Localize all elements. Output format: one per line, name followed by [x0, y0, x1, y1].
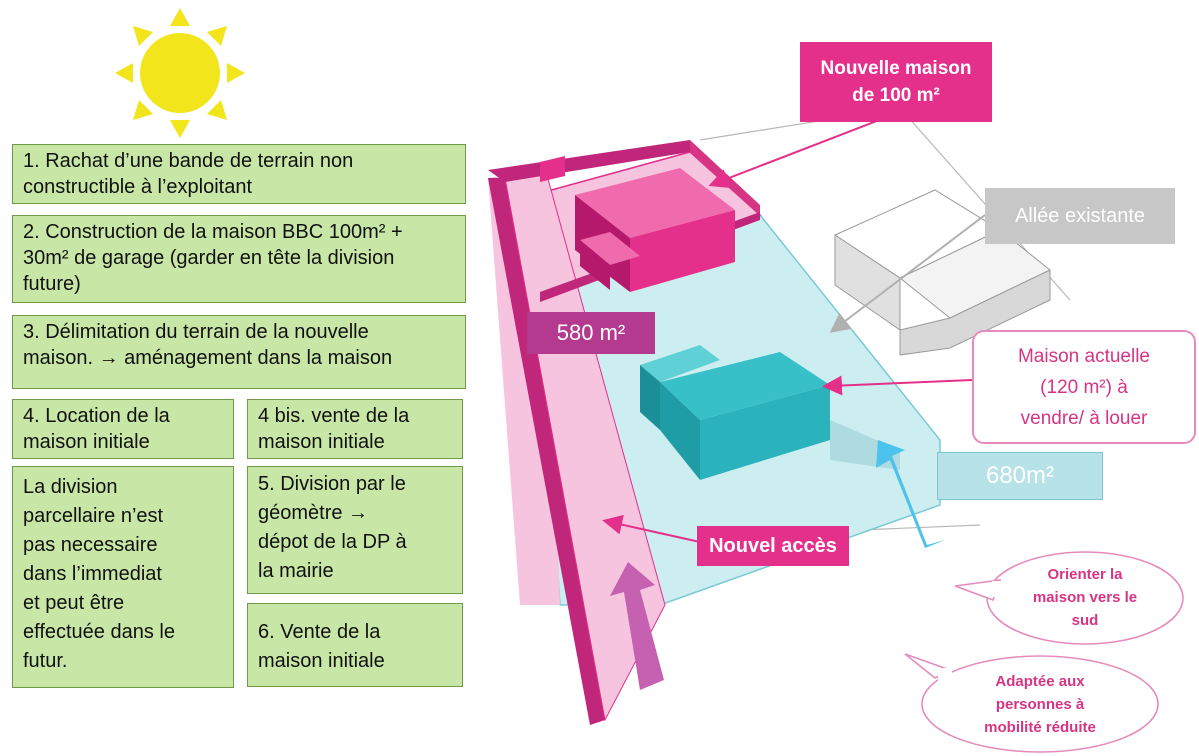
arrow-maison-actuelle: [822, 375, 973, 396]
label-680-m2: 680m²: [937, 452, 1103, 500]
callout-nouvelle-maison: Nouvelle maison de 100 m²: [800, 42, 992, 122]
step-3-box: 3. Délimitation du terrain de la nouvell…: [12, 315, 466, 389]
step-1-box: 1. Rachat d’une bande de terrain non con…: [12, 144, 466, 204]
lot-wall-top: [488, 140, 690, 182]
neighbour-house: [833, 189, 1051, 356]
callout-allee-existante: Allée existante: [985, 188, 1175, 244]
access-arrow-blue: [876, 440, 945, 548]
bubble-orienter: [954, 551, 1184, 645]
arrow-allee: [829, 214, 986, 333]
step-4bis-box: 4 bis. vente de la maison initiale: [247, 399, 463, 459]
bubble-orienter-text: Orienter la maison vers le sud: [1032, 566, 1138, 629]
bubble-adaptee-text: Adaptée aux personnes à mobilité réduite: [984, 673, 1096, 736]
access-arrow-violet: [610, 562, 664, 690]
division-note-box: La division parcellaire n’est pas necess…: [12, 466, 234, 688]
bubble-adaptee: [904, 653, 1159, 753]
step-5-box: 5. Division par le géomètre → dépot de l…: [247, 466, 463, 594]
new-house: [540, 156, 735, 292]
callout-nouvel-acces: Nouvel accès: [697, 526, 849, 566]
sun-icon: [115, 8, 245, 138]
label-580-m2: 580 m²: [527, 312, 655, 354]
step-4-box: 4. Location de la maison initiale: [12, 399, 234, 459]
arrow-nouvel-acces: [602, 514, 701, 543]
step-2-box: 2. Construction de la maison BBC 100m² +…: [12, 215, 466, 303]
existing-house: [640, 345, 830, 480]
step-6-box: 6. Vente de la maison initiale: [247, 603, 463, 687]
callout-maison-actuelle: Maison actuelle (120 m²) à vendre/ à lou…: [972, 330, 1196, 444]
arrow-new-house: [708, 111, 901, 189]
access-strip-wall: [488, 178, 605, 725]
